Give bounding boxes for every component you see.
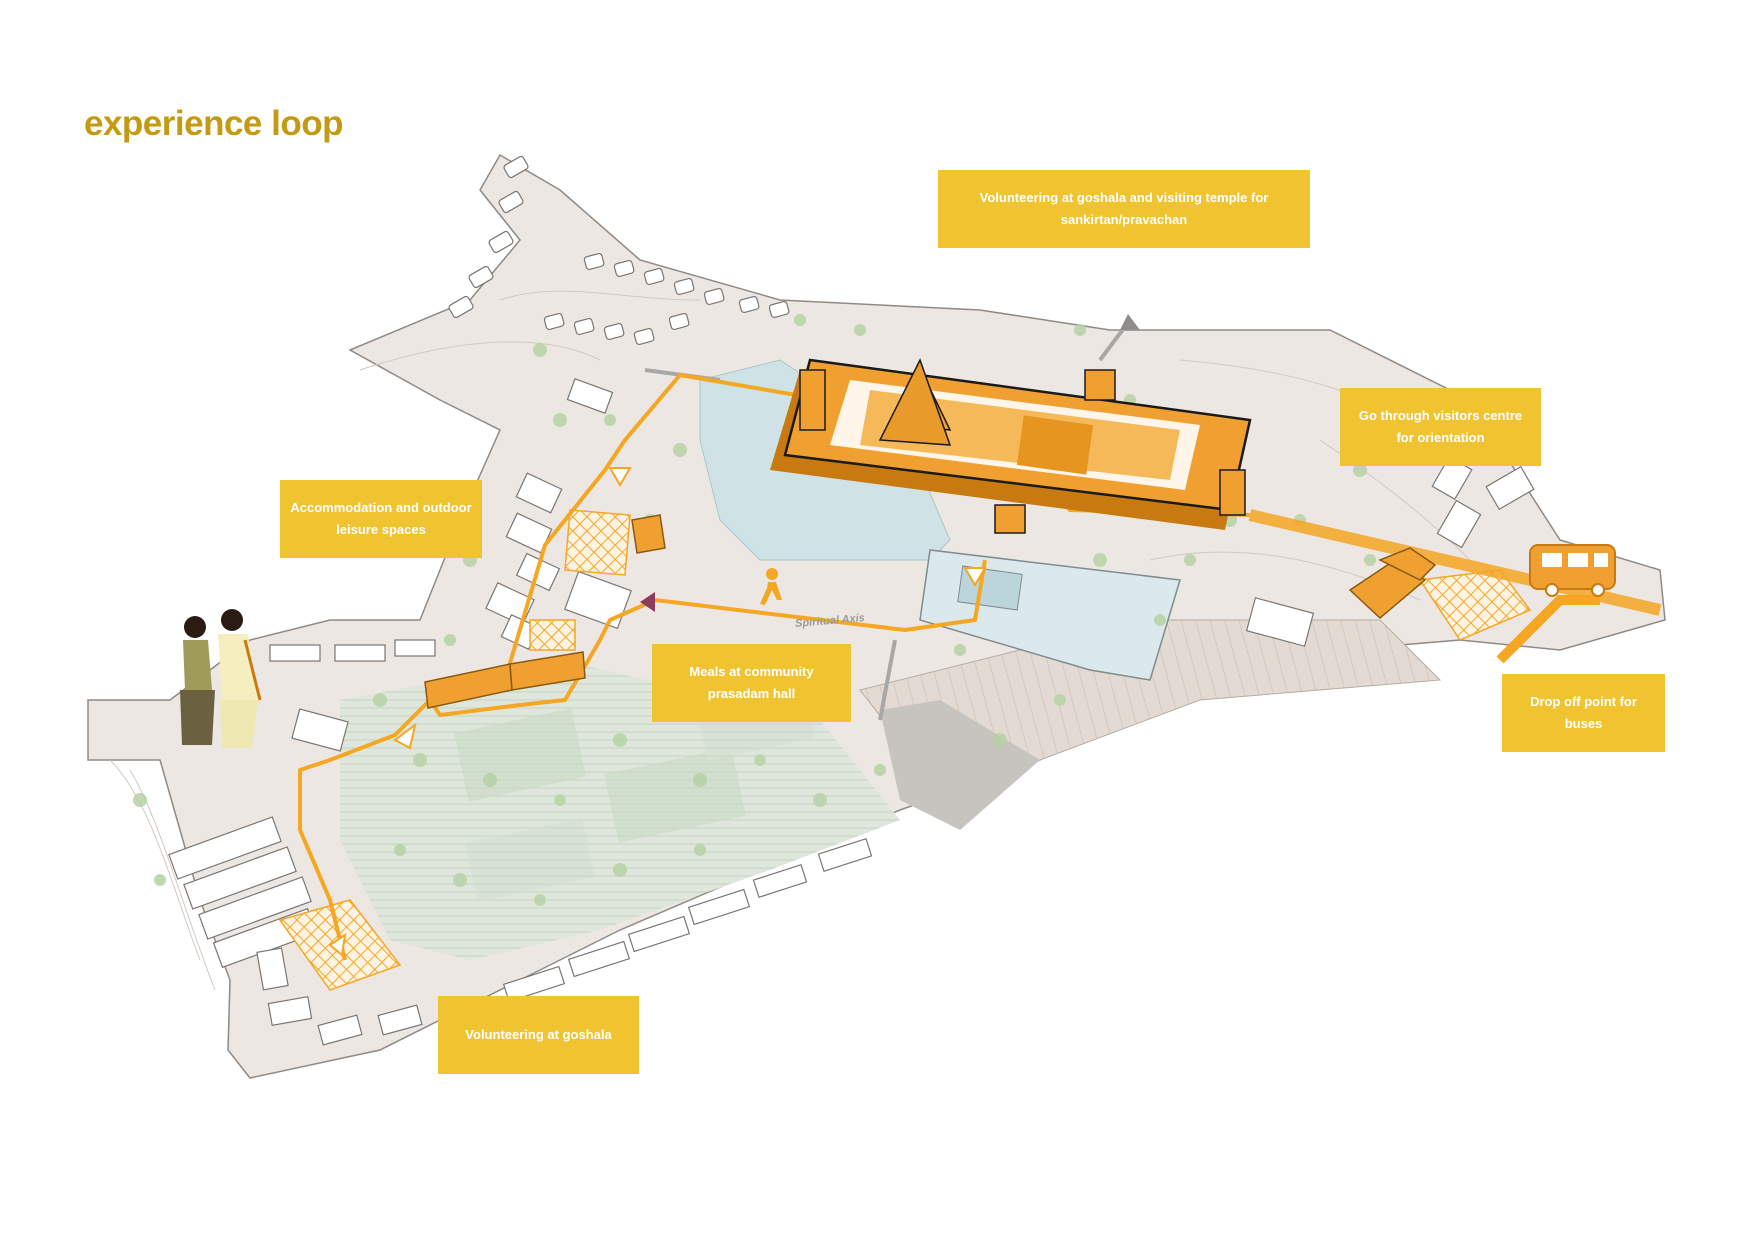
label-visitors-centre: Go through visitors centre for orientati… xyxy=(1340,388,1541,466)
label-temple-volunteering: Volunteering at goshala and visiting tem… xyxy=(938,170,1310,248)
bus-icon xyxy=(1530,545,1615,596)
label-bus-drop-off: Drop off point for buses xyxy=(1502,674,1665,752)
label-meals: Meals at community prasadam hall xyxy=(652,644,851,722)
label-accommodation: Accommodation and outdoor leisure spaces xyxy=(280,480,482,558)
label-goshala: Volunteering at goshala xyxy=(438,996,639,1074)
